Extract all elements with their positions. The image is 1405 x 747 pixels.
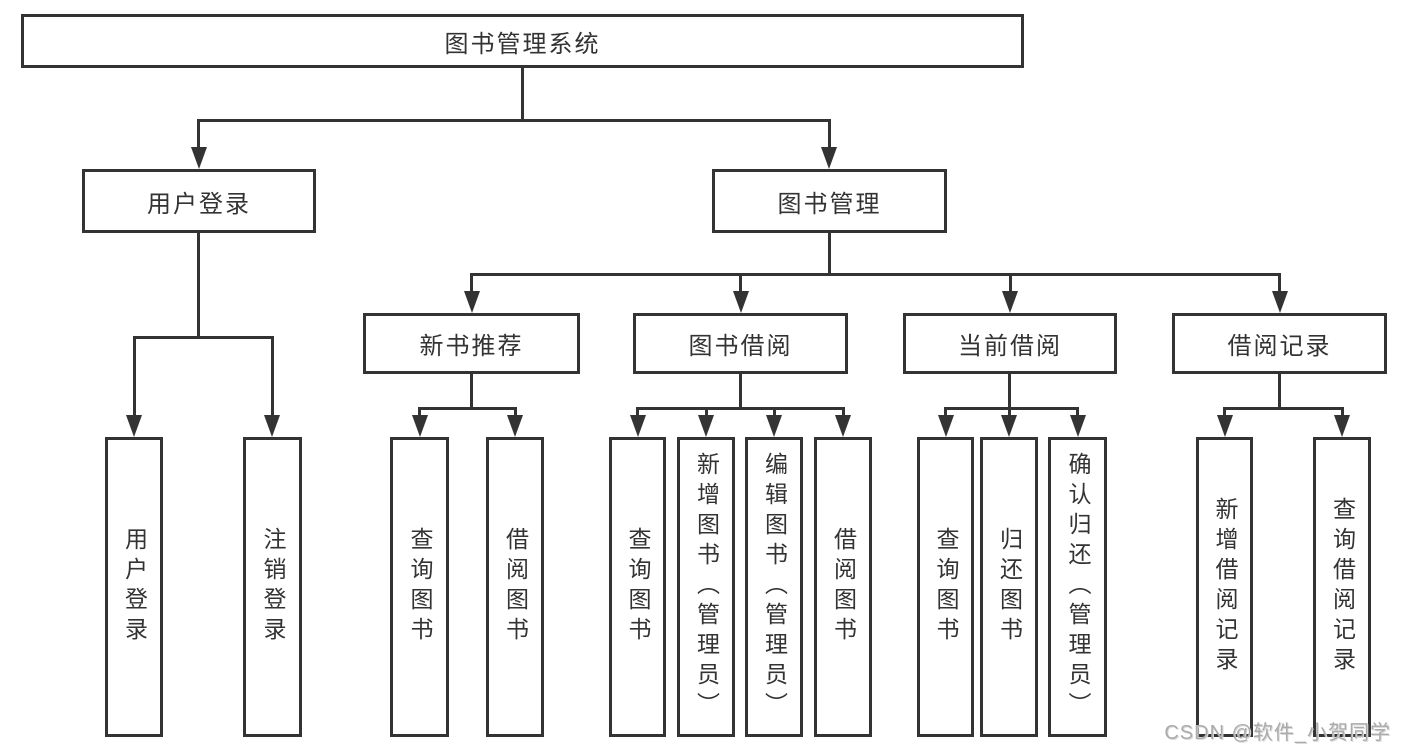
leaf-query-borrow-record: 查询借阅记录: [1313, 437, 1371, 737]
connector-leaf-drop: [636, 407, 639, 416]
node-current-borrow: 当前借阅: [903, 313, 1117, 374]
arrow-down-icon: [507, 415, 523, 437]
connector-stem: [1008, 374, 1011, 407]
node-user-login: 用户登录: [82, 169, 316, 233]
leaf-query-books-recommend: 查询图书: [390, 437, 449, 737]
leaf-query-borrow-record-label: 查询借阅记录: [1329, 497, 1356, 677]
node-book-borrow-label: 图书借阅: [688, 333, 793, 360]
connector-leaf-drop: [418, 407, 421, 416]
leaf-add-book-admin-label: 新增图书（管理员）: [693, 452, 720, 722]
connector-leaf-drop: [271, 336, 274, 416]
node-book-borrow: 图书借阅: [633, 313, 848, 374]
connector-leaf-drop: [133, 336, 136, 416]
node-book-management: 图书管理: [712, 169, 947, 233]
connector-split: [1223, 407, 1343, 410]
connector-split: [944, 407, 1079, 410]
connector-leaf-drop: [1223, 407, 1226, 416]
leaf-borrow-books-recommend-label: 借阅图书: [502, 527, 529, 647]
leaf-add-book-admin: 新增图书（管理员）: [677, 437, 735, 737]
leaf-query-books-current: 查询图书: [917, 437, 974, 737]
connector-leaf-drop: [705, 407, 708, 416]
connector-stem: [1278, 374, 1281, 407]
arrow-down-icon: [766, 415, 782, 437]
leaf-user-login: 用户登录: [105, 437, 163, 737]
arrow-down-icon: [126, 415, 142, 437]
connector-user-login-stem: [197, 233, 200, 336]
leaf-return-book: 归还图书: [980, 437, 1038, 737]
leaf-return-book-label: 归还图书: [996, 527, 1023, 647]
connector-level3-drop: [470, 273, 473, 292]
connector-leaf-drop: [944, 407, 947, 416]
node-current-borrow-label: 当前借阅: [958, 333, 1062, 360]
arrow-down-icon: [1272, 291, 1288, 313]
node-new-book-recommend: 新书推荐: [363, 313, 580, 374]
arrow-down-icon: [1070, 415, 1086, 437]
connector-leaf-drop: [1008, 407, 1011, 416]
leaf-borrow-books: 借阅图书: [814, 437, 872, 737]
leaf-add-borrow-record-label: 新增借阅记录: [1212, 497, 1238, 677]
arrow-down-icon: [1002, 291, 1018, 313]
connector-book-management-stem: [828, 233, 831, 273]
arrow-down-icon: [264, 415, 280, 437]
leaf-confirm-return-admin: 确认归还（管理员）: [1048, 437, 1107, 737]
leaf-edit-book-admin-label: 编辑图书（管理员）: [761, 452, 788, 722]
connector-leaf-drop: [1076, 407, 1079, 416]
arrow-down-icon: [821, 147, 837, 169]
connector-book-management-drop: [828, 119, 831, 148]
leaf-confirm-return-admin-label: 确认归还（管理员）: [1065, 452, 1091, 722]
leaf-user-login-label: 用户登录: [121, 527, 148, 647]
arrow-down-icon: [412, 415, 428, 437]
leaf-logout: 注销登录: [243, 437, 302, 737]
connector-leaf-drop: [773, 407, 776, 416]
connector-root-split: [197, 119, 831, 122]
connector-level3-drop: [1009, 273, 1012, 292]
connector-leaf-drop: [842, 407, 845, 416]
connector-stem: [470, 374, 473, 407]
node-root: 图书管理系统: [21, 14, 1024, 68]
leaf-query-books-borrow-label: 查询图书: [625, 527, 651, 647]
arrow-down-icon: [733, 291, 749, 313]
node-book-management-label: 图书管理: [777, 190, 882, 218]
leaf-add-borrow-record: 新增借阅记录: [1196, 437, 1253, 737]
connector-split: [636, 407, 845, 410]
arrow-down-icon: [630, 415, 646, 437]
arrow-down-icon: [698, 415, 714, 437]
arrow-down-icon: [191, 147, 207, 169]
arrow-down-icon: [938, 415, 954, 437]
connector-split: [418, 407, 517, 410]
leaf-query-books-borrow: 查询图书: [609, 437, 666, 737]
leaf-logout-label: 注销登录: [260, 527, 286, 647]
leaf-query-books-recommend-label: 查询图书: [407, 527, 433, 647]
arrow-down-icon: [835, 415, 851, 437]
connector-user-login-split: [133, 336, 274, 339]
arrow-down-icon: [1001, 415, 1017, 437]
connector-stem: [739, 374, 742, 407]
connector-root-stem: [521, 68, 524, 119]
node-user-login-label: 用户登录: [147, 190, 251, 218]
leaf-borrow-books-recommend: 借阅图书: [486, 437, 544, 737]
node-root-label: 图书管理系统: [444, 30, 601, 58]
connector-leaf-drop: [514, 407, 517, 416]
node-borrow-records-label: 借阅记录: [1227, 333, 1332, 360]
leaf-query-books-current-label: 查询图书: [933, 527, 959, 647]
node-borrow-records: 借阅记录: [1172, 313, 1387, 374]
csdn-watermark: CSDN @软件_小贺同学: [1164, 722, 1391, 744]
connector-level3-drop: [1278, 273, 1281, 292]
arrow-down-icon: [1217, 415, 1233, 437]
node-new-book-recommend-label: 新书推荐: [419, 333, 524, 360]
leaf-edit-book-admin: 编辑图书（管理员）: [745, 437, 803, 737]
connector-book-management-split: [470, 273, 1281, 276]
leaf-borrow-books-label: 借阅图书: [830, 527, 857, 647]
connector-user-login-drop: [197, 119, 200, 148]
arrow-down-icon: [464, 291, 480, 313]
connector-level3-drop: [739, 273, 742, 292]
arrow-down-icon: [1334, 415, 1350, 437]
connector-leaf-drop: [1341, 407, 1344, 416]
